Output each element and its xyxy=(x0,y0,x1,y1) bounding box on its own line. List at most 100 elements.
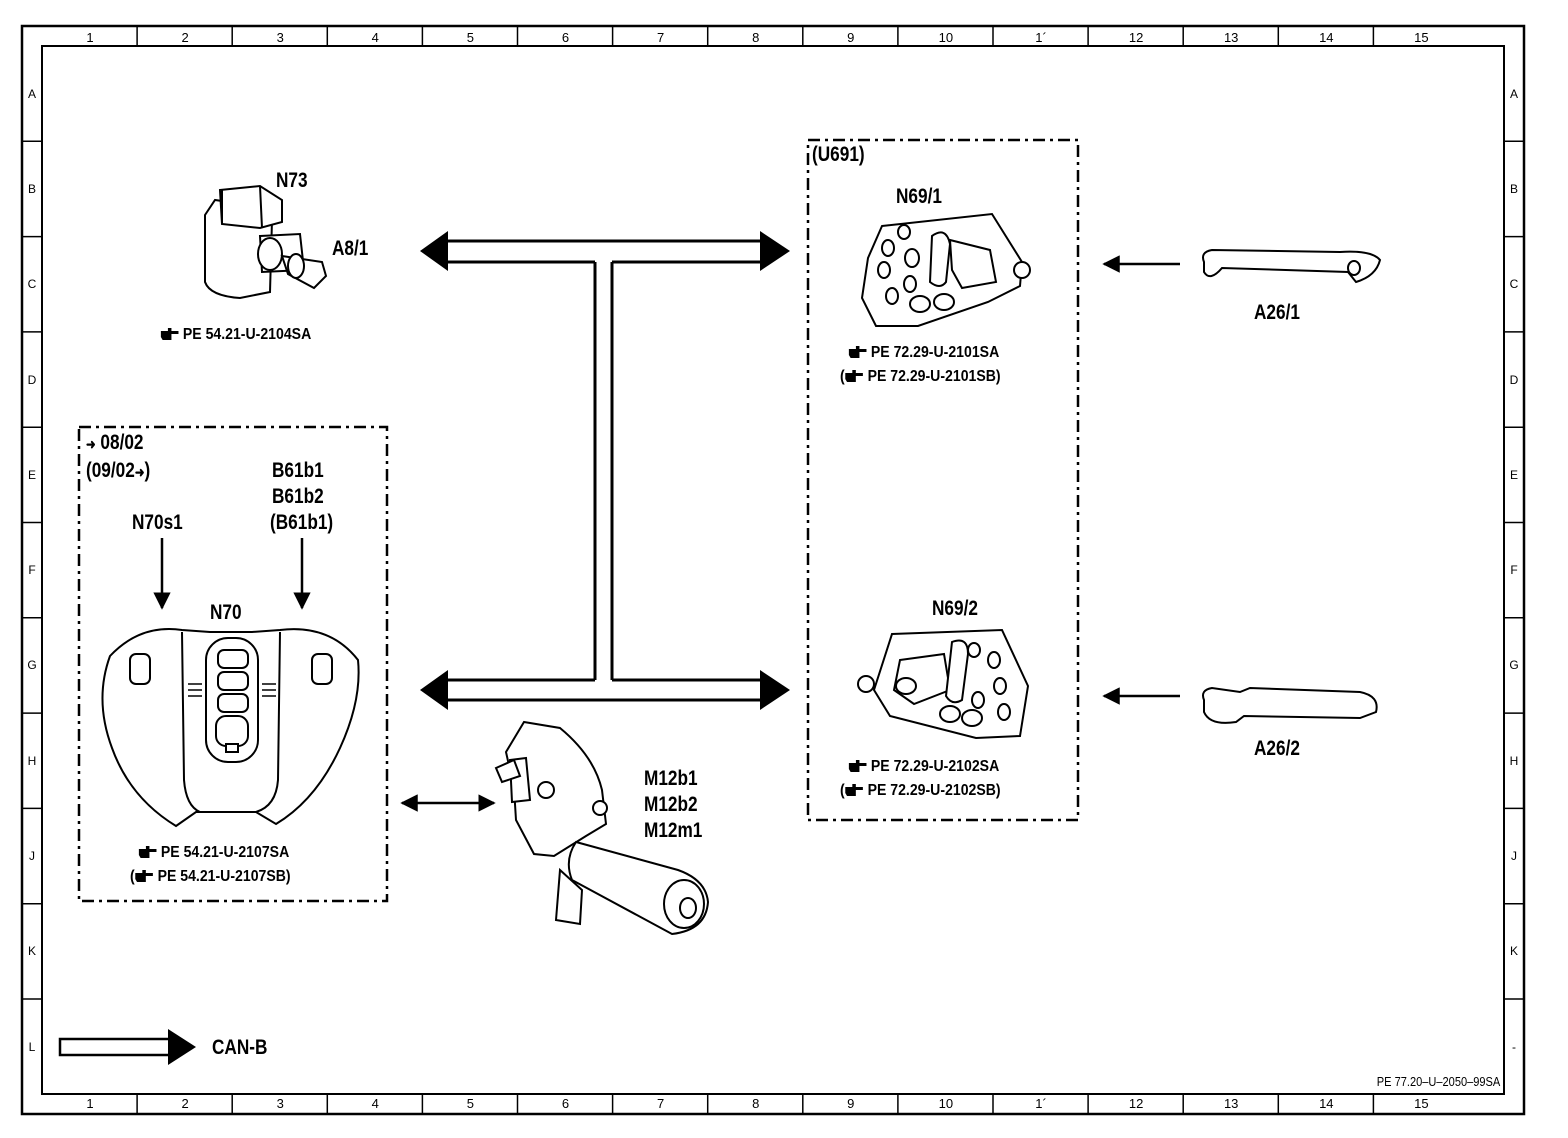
arrow-right-icon: ➜ xyxy=(86,436,96,452)
arrow-right-icon: ➜ xyxy=(134,464,145,480)
grid-row-label: G xyxy=(1509,658,1519,673)
pointing-hand-icon xyxy=(160,326,179,340)
can-b-legend-label: CAN-B xyxy=(212,1036,268,1059)
grid-row-label: E xyxy=(1509,467,1518,482)
grid-row-label: D xyxy=(27,372,37,387)
grid-column-label: 12 xyxy=(1128,30,1144,45)
grid-column-label: 15 xyxy=(1414,30,1429,45)
pointing-hand-icon xyxy=(845,782,864,796)
grid-column-label: 4 xyxy=(371,30,379,45)
can-bus-lines xyxy=(445,239,762,702)
n70-reference-alt: (PE 54.21-U-2107SB) xyxy=(130,868,291,885)
a26-1-label: A26/1 xyxy=(1254,301,1300,324)
grid-column-label: 3 xyxy=(276,1096,284,1111)
grid-row-label: B xyxy=(27,181,36,196)
grid-column-label: 6 xyxy=(561,1096,570,1111)
grid-column-label: 1´ xyxy=(1035,30,1047,45)
grid-row-label: A xyxy=(1509,86,1518,101)
can-bus-arrowheads xyxy=(420,231,790,710)
door-handle-a26-1 xyxy=(1202,248,1382,284)
grid-row-label: A xyxy=(27,86,36,101)
n69-2-label: N69/2 xyxy=(932,597,978,620)
grid-row-label: J xyxy=(1511,849,1517,864)
pointing-hand-icon xyxy=(845,368,864,382)
grid-row-label: C xyxy=(27,277,37,292)
n69-1-reference: PE 72.29-U-2101SA xyxy=(848,342,999,364)
sliding-roof-motor-m12 xyxy=(494,720,710,936)
n70-label: N70 xyxy=(210,601,242,624)
grid-column-label: 5 xyxy=(466,1096,474,1111)
grid-column-label: 3 xyxy=(276,30,284,45)
pointing-hand-icon xyxy=(138,844,157,858)
n69-1-label: N69/1 xyxy=(896,185,942,208)
grid-row-label: E xyxy=(27,467,36,482)
n69-1-reference-alt: (PE 72.29-U-2101SB) xyxy=(840,368,1001,385)
n69-2-reference: PE 72.29-U-2102SA xyxy=(848,756,999,778)
n70s1-label: N70s1 xyxy=(132,511,183,534)
n70-group-box xyxy=(77,425,389,903)
grid-column-label: 1 xyxy=(86,30,94,45)
grid-row-label: L xyxy=(28,1039,36,1054)
n73-label: N73 xyxy=(276,169,308,192)
grid-column-label: 7 xyxy=(656,1096,665,1111)
door-handle-a26-2 xyxy=(1202,686,1378,724)
can-b-legend-arrow xyxy=(58,1029,196,1065)
grid-column-label: 9 xyxy=(847,1096,855,1111)
grid-column-label: 13 xyxy=(1223,30,1239,45)
grid-row-label: J xyxy=(29,849,35,864)
grid-column-label: 1 xyxy=(86,1096,94,1111)
grid-column-label: 4 xyxy=(371,1096,379,1111)
grid-row-label: K xyxy=(1509,944,1518,959)
n69-2-reference-alt: (PE 72.29-U-2102SB) xyxy=(840,782,1001,799)
pointing-hand-icon xyxy=(135,868,154,882)
grid-ticks xyxy=(22,26,1524,1114)
m12b1-label: M12b1 xyxy=(644,767,698,790)
grid-column-label: 7 xyxy=(656,30,665,45)
n70-sensor-label-1: B61b1 xyxy=(272,459,324,482)
grid-column-label: 14 xyxy=(1319,30,1334,45)
n70-date-range-a: ➜ 08/02 xyxy=(86,431,144,454)
m12b2-label: M12b2 xyxy=(644,793,698,816)
drawing-reference-stamp: PE 77.20–U–2050–99SA xyxy=(1376,1074,1500,1089)
n73-reference: PE 54.21-U-2104SA xyxy=(160,324,311,346)
n70-reference: PE 54.21-U-2107SA xyxy=(138,842,289,864)
a26-2-label: A26/2 xyxy=(1254,737,1300,760)
grid-column-label: 6 xyxy=(561,30,570,45)
door-control-unit-n69-2 xyxy=(857,628,1030,740)
grid-row-label: F xyxy=(28,563,36,578)
u691-group-box xyxy=(806,138,1080,822)
grid-row-label: K xyxy=(27,944,36,959)
grid-row-label: G xyxy=(27,658,37,673)
overhead-control-panel-n70 xyxy=(101,628,360,828)
signal-arrows xyxy=(153,255,1180,812)
ignition-switch-n73 xyxy=(204,184,328,300)
grid-column-label: 15 xyxy=(1414,1096,1429,1111)
grid-column-label: 10 xyxy=(938,30,954,45)
grid-column-label: 14 xyxy=(1319,1096,1334,1111)
grid-column-label: 8 xyxy=(752,30,760,45)
pointing-hand-icon xyxy=(848,758,867,772)
pointing-hand-icon xyxy=(848,344,867,358)
grid-row-label: - xyxy=(1512,1039,1516,1054)
grid-column-label: 8 xyxy=(752,1096,760,1111)
n70-sensor-label-3: (B61b1) xyxy=(270,511,334,534)
grid-row-label: H xyxy=(27,753,37,768)
grid-row-label: C xyxy=(1509,277,1519,292)
grid-row-label: B xyxy=(1509,181,1518,196)
grid-column-label: 9 xyxy=(847,30,855,45)
grid-column-label: 2 xyxy=(181,1096,189,1111)
grid-column-label: 1´ xyxy=(1035,1096,1047,1111)
grid-column-label: 5 xyxy=(466,30,474,45)
n70-date-range-b: (09/02➜) xyxy=(86,459,151,482)
door-control-unit-n69-1 xyxy=(860,212,1031,327)
n70-sensor-label-2: B61b2 xyxy=(272,485,324,508)
grid-column-label: 12 xyxy=(1128,1096,1144,1111)
grid-column-label: 10 xyxy=(938,1096,954,1111)
a8-1-label: A8/1 xyxy=(332,237,369,260)
u691-label: (U691) xyxy=(812,143,865,166)
grid-row-label: H xyxy=(1509,753,1519,768)
grid-column-label: 2 xyxy=(181,30,189,45)
grid-row-label: D xyxy=(1509,372,1519,387)
grid-column-label: 13 xyxy=(1223,1096,1239,1111)
